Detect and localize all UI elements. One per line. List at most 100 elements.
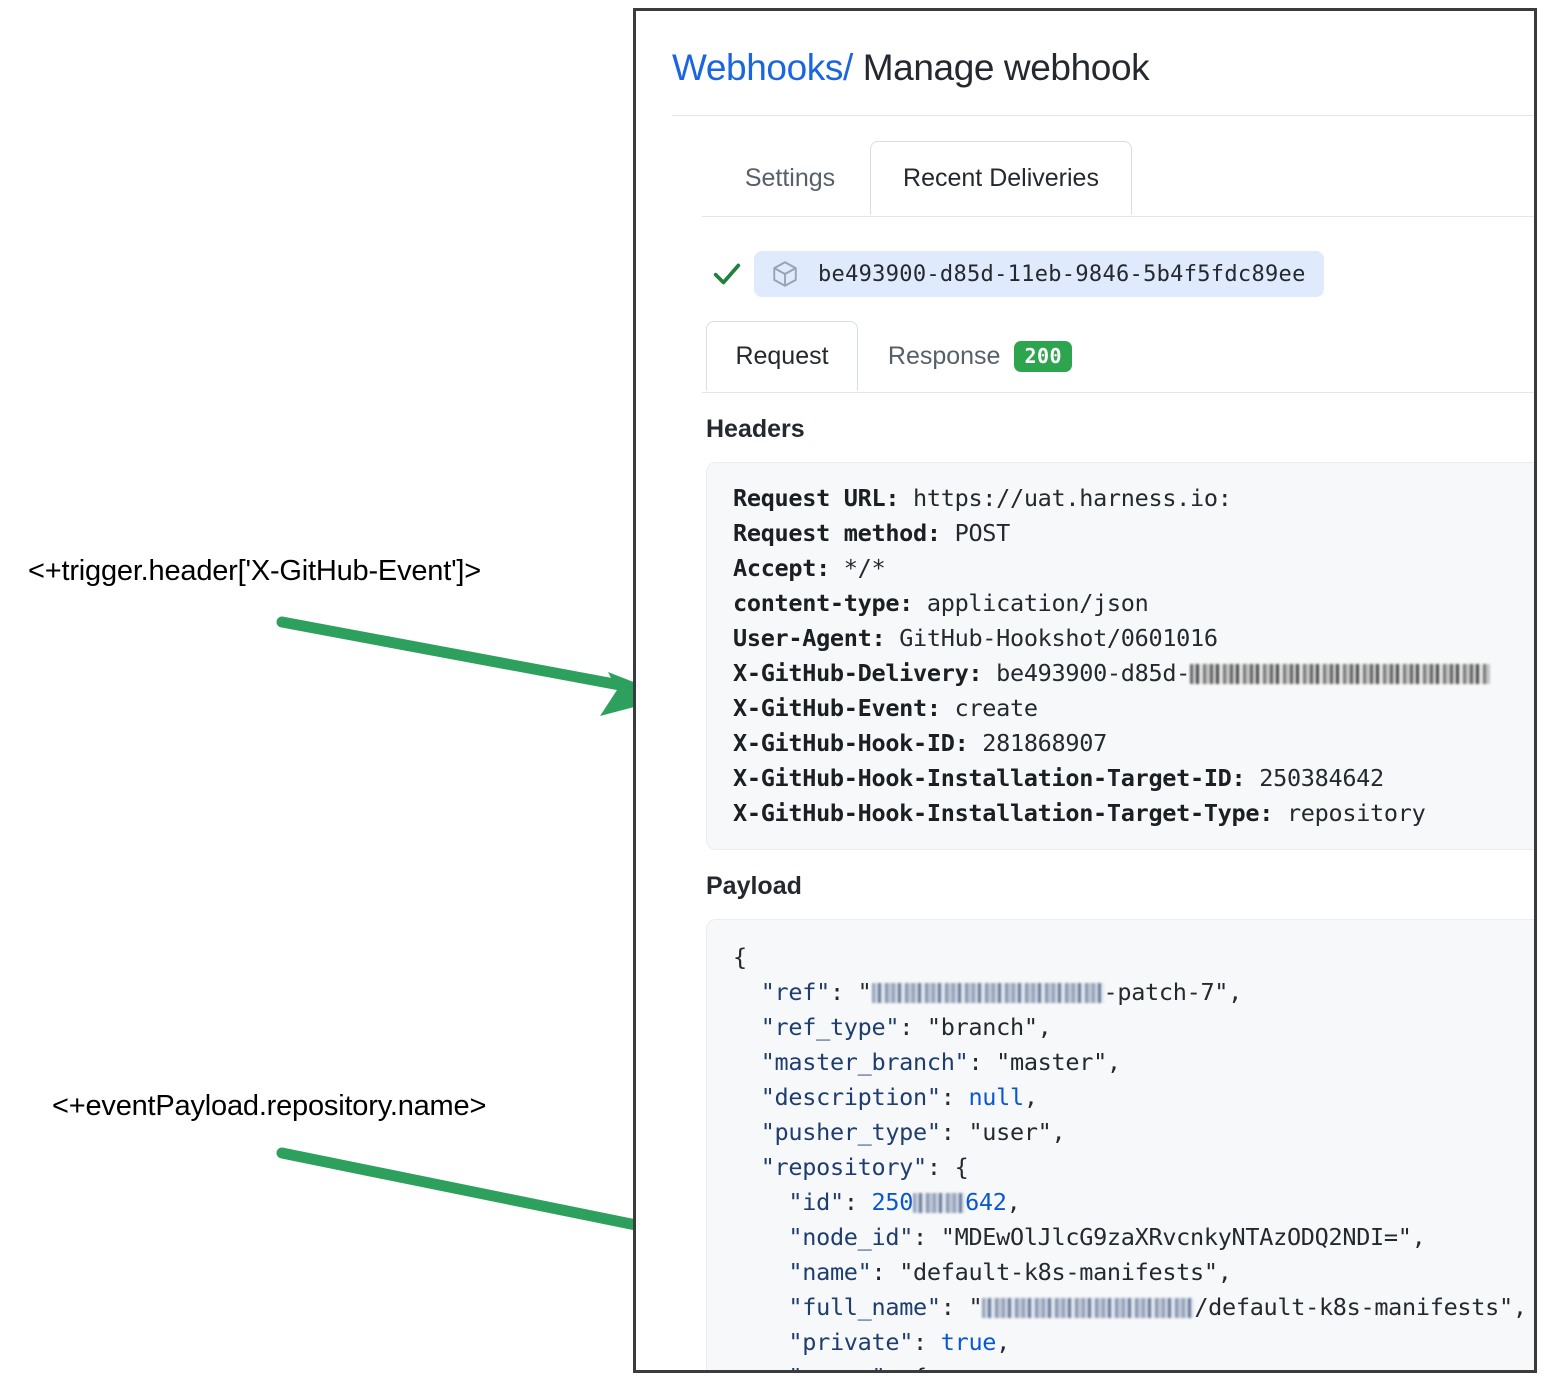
cube-icon	[768, 257, 802, 291]
delivery-id-text: be493900-d85d-11eb-9846-5b4f5fdc89ee	[818, 261, 1306, 287]
payload-value: "branch",	[926, 1013, 1052, 1041]
header-value: 281868907	[982, 729, 1107, 757]
payload-key: "name"	[788, 1258, 872, 1286]
payload-value-suffix: -patch-7",	[1103, 978, 1243, 1006]
header-row: X-GitHub-Event: create	[733, 691, 1534, 726]
payload-line: "private": true,	[788, 1328, 1011, 1356]
payload-line: "description": null,	[760, 1083, 1038, 1111]
redacted-delivery-id	[1190, 664, 1491, 684]
header-value: GitHub-Hookshot/0601016	[899, 624, 1218, 652]
delivery-tabs-underline	[702, 392, 1534, 393]
payload-line: "master_branch": "master",	[760, 1048, 1121, 1076]
payload-value: "user",	[968, 1118, 1066, 1146]
primary-tabs: Settings Recent Deliveries	[672, 141, 1534, 217]
header-value: be493900-d85d-	[996, 659, 1191, 687]
payload-value-prefix: "	[968, 1293, 983, 1321]
payload-key: "ref"	[760, 978, 831, 1006]
delivery-row[interactable]: be493900-d85d-11eb-9846-5b4f5fdc89ee	[710, 251, 1534, 297]
header-key: X-GitHub-Hook-Installation-Target-ID:	[733, 764, 1246, 792]
headers-code-box: Request URL: https://uat.harness.io: Req…	[706, 462, 1534, 850]
payload-line: "ref_type": "branch",	[760, 1013, 1052, 1041]
payload-literal: null	[968, 1083, 1024, 1111]
header-key: Request method:	[733, 519, 941, 547]
breadcrumb: Webhooks/ Manage webhook	[672, 11, 1534, 89]
payload-value: "default-k8s-manifests",	[899, 1258, 1232, 1286]
payload-text: {	[733, 943, 747, 971]
tab-response-label: Response	[887, 341, 1001, 370]
tab-response[interactable]: Response 200	[858, 321, 1098, 391]
payload-tail: ,	[996, 1328, 1011, 1356]
header-key: X-GitHub-Hook-Installation-Target-Type:	[733, 799, 1274, 827]
payload-key: "repository"	[760, 1153, 927, 1181]
annotation-event-payload: <+eventPayload.repository.name>	[52, 1090, 487, 1122]
payload-line: "name": "default-k8s-manifests",	[788, 1258, 1232, 1286]
redacted-username	[871, 983, 1104, 1003]
header-row: X-GitHub-Hook-Installation-Target-Type: …	[733, 796, 1534, 831]
payload-line: "pusher_type": "user",	[760, 1118, 1066, 1146]
header-row: User-Agent: GitHub-Hookshot/0601016	[733, 621, 1534, 656]
payload-line: "ref": "-patch-7",	[760, 978, 1243, 1006]
tab-settings[interactable]: Settings	[744, 163, 836, 192]
header-key: content-type:	[733, 589, 914, 617]
header-value: POST	[954, 519, 1011, 547]
payload-tail: ,	[1006, 1188, 1021, 1216]
redacted-owner	[982, 1298, 1195, 1318]
header-row: Request URL: https://uat.harness.io:	[733, 481, 1534, 516]
breadcrumb-link-webhooks[interactable]: Webhooks	[672, 47, 843, 88]
payload-line: "node_id": "MDEwOlJlcG9zaXRvcnkyNTAzODQ2…	[788, 1223, 1426, 1251]
payload-value: "MDEwOlJlcG9zaXRvcnkyNTAzODQ2NDI=",	[940, 1223, 1426, 1251]
header-row: X-GitHub-Delivery: be493900-d85d-	[733, 656, 1534, 691]
payload-value: {	[913, 1363, 927, 1370]
headers-title: Headers	[706, 415, 805, 443]
header-row: content-type: application/json	[733, 586, 1534, 621]
payload-code-box: { "ref": "-patch-7", "ref_type": "branch…	[706, 919, 1534, 1370]
header-value: create	[954, 694, 1038, 722]
annotation-trigger-header: <+trigger.header['X-GitHub-Event']>	[28, 555, 482, 587]
header-key: Accept:	[733, 554, 830, 582]
payload-key: "full_name"	[788, 1293, 941, 1321]
payload-line: "full_name": "/default-k8s-manifests",	[788, 1293, 1527, 1321]
header-value: 250384642	[1259, 764, 1384, 792]
header-row: Accept: */*	[733, 551, 1534, 586]
payload-key: "id"	[788, 1188, 844, 1216]
tab-request[interactable]: Request	[706, 321, 858, 391]
payload-literal: true	[940, 1328, 997, 1356]
redacted-repo-id	[913, 1193, 966, 1213]
header-key: X-GitHub-Event:	[733, 694, 941, 722]
header-value: https://uat.harness.io:	[913, 484, 1232, 512]
delivery-id-pill[interactable]: be493900-d85d-11eb-9846-5b4f5fdc89ee	[754, 251, 1324, 297]
payload-key: "ref_type"	[760, 1013, 900, 1041]
header-row: X-GitHub-Hook-ID: 281868907	[733, 726, 1534, 761]
payload-key: "owner"	[788, 1363, 885, 1370]
header-key: User-Agent:	[733, 624, 886, 652]
payload-line: "repository": {	[760, 1153, 969, 1181]
header-value: application/json	[926, 589, 1149, 617]
payload-key: "pusher_type"	[760, 1118, 941, 1146]
payload-num-suffix: 642	[965, 1188, 1007, 1216]
delivery-tabs: Request Response 200	[672, 321, 1534, 393]
payload-value: {	[954, 1153, 969, 1181]
payload-key: "description"	[760, 1083, 941, 1111]
arrow-to-x-github-event	[276, 616, 672, 716]
payload-key: "node_id"	[788, 1223, 914, 1251]
payload-value-suffix: /default-k8s-manifests",	[1194, 1293, 1527, 1321]
primary-tabs-underline	[702, 216, 1534, 217]
payload-line: "owner": {	[733, 1360, 1534, 1370]
header-key: X-GitHub-Hook-ID:	[733, 729, 969, 757]
tab-recent-deliveries[interactable]: Recent Deliveries	[870, 141, 1132, 215]
payload-title: Payload	[706, 872, 802, 900]
webhook-panel: Webhooks/ Manage webhook Settings Recent…	[633, 8, 1537, 1373]
payload-line: {	[733, 940, 1534, 975]
header-value: */*	[843, 554, 886, 582]
payload-num-prefix: 250	[871, 1188, 914, 1216]
header-key: Request URL:	[733, 484, 900, 512]
payload-value: "master",	[996, 1048, 1121, 1076]
status-badge: 200	[1014, 340, 1073, 372]
breadcrumb-separator: /	[842, 47, 853, 88]
payload-value-prefix: "	[857, 978, 872, 1006]
header-value: repository	[1286, 799, 1426, 827]
header-key: X-GitHub-Delivery:	[733, 659, 983, 687]
header-row: Request method: POST	[733, 516, 1534, 551]
payload-key: "master_branch"	[760, 1048, 969, 1076]
